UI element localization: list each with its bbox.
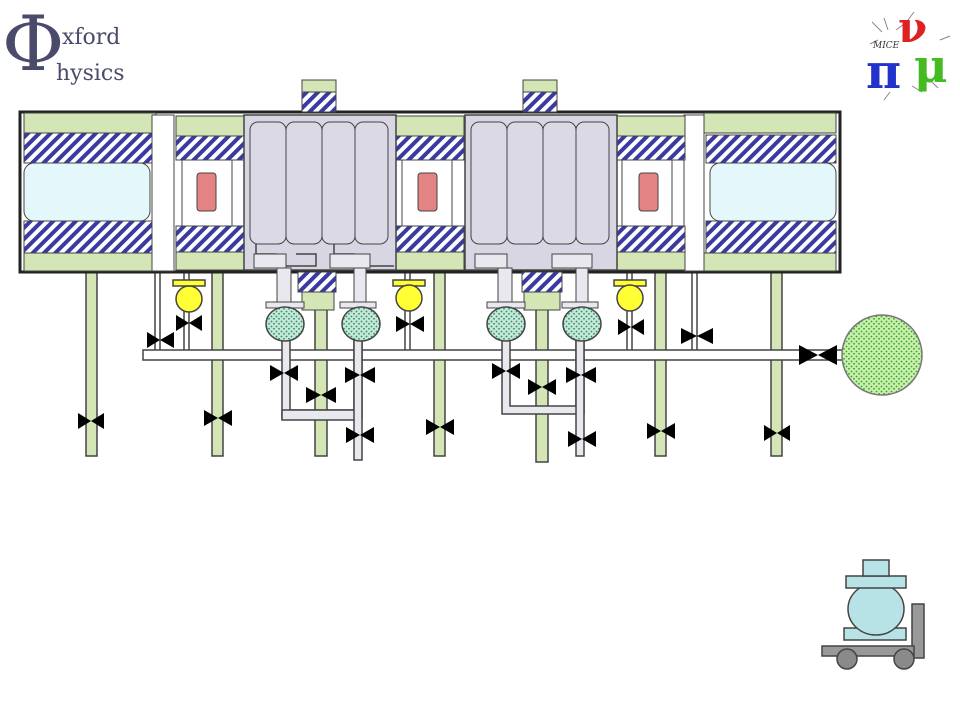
coil-1	[196, 172, 217, 212]
coil-station-2	[395, 115, 465, 271]
absorber-vessel	[486, 306, 526, 342]
valve-icon	[78, 413, 104, 429]
mice-logo: MICE π ν μ	[866, 3, 951, 101]
phi-glyph: Φ	[2, 0, 64, 88]
dewar-cart	[821, 559, 925, 670]
valve-icon	[568, 431, 596, 447]
pi-glyph: π	[866, 44, 901, 100]
valve-icon	[799, 345, 837, 365]
bowtie-valves	[78, 315, 837, 447]
coil-station-1	[175, 115, 245, 271]
valve-icon	[426, 419, 454, 435]
valve-icon	[204, 410, 232, 426]
mice-label: MICE	[872, 41, 900, 51]
valve-icon	[647, 423, 675, 439]
oxford-physics-logo: Φ xford hysics	[2, 0, 125, 88]
rf-chamber-2	[464, 114, 618, 271]
coil-2	[417, 172, 438, 212]
valve-icon	[681, 328, 713, 344]
valve-icon	[492, 363, 520, 379]
storage-tank	[841, 314, 923, 396]
top-port-1	[301, 79, 337, 113]
ball-valves	[172, 279, 647, 313]
valve-icon	[345, 367, 375, 383]
nu-glyph: ν	[898, 3, 927, 52]
valve-icon	[176, 315, 202, 331]
valve-icon	[396, 316, 424, 332]
absorber-vessel	[341, 306, 381, 342]
rf-chamber-1	[243, 114, 397, 271]
coil-3	[638, 172, 659, 212]
left-window	[23, 162, 151, 222]
valve-icon	[764, 425, 790, 441]
logo-line-2: hysics	[56, 61, 125, 86]
thin-pipes	[154, 261, 698, 357]
absorber-vessels	[265, 306, 923, 396]
valve-icon	[528, 379, 556, 395]
absorber-vessel	[562, 306, 602, 342]
valve-icon	[618, 319, 644, 335]
beamline-assembly	[18, 79, 842, 311]
valve-icon	[270, 365, 298, 381]
mu-glyph: μ	[914, 39, 948, 93]
valve-icon	[147, 332, 174, 348]
valve-icon	[346, 427, 374, 443]
top-port-2	[522, 79, 558, 113]
coil-station-3	[616, 115, 686, 271]
horizontal-manifold	[142, 349, 844, 361]
valve-icon	[566, 367, 596, 383]
right-window	[709, 162, 837, 222]
logo-line-1: xford	[62, 25, 120, 50]
absorber-vessel	[265, 306, 305, 342]
valve-icon	[306, 387, 336, 403]
